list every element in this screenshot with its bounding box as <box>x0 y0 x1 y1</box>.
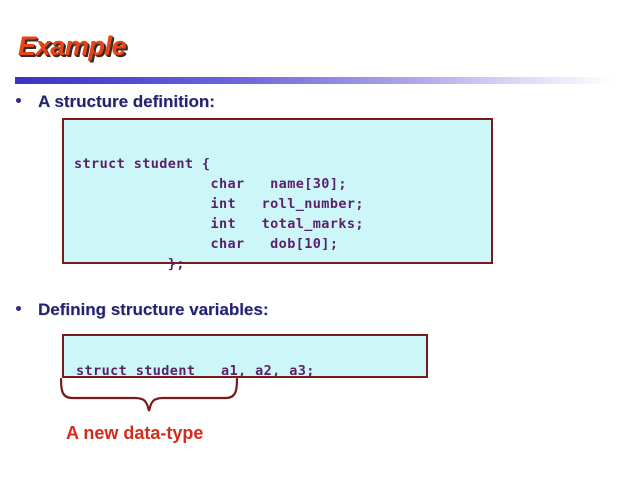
bullet-item-structure-definition: A structure definition: <box>16 92 215 112</box>
code-text-variable-declaration: struct student a1, a2, a3; <box>76 362 315 379</box>
bullet-item-defining-variables: Defining structure variables: <box>16 300 269 320</box>
bullet-dot-icon <box>16 306 21 311</box>
title-divider <box>15 77 615 84</box>
page-title: Example <box>18 31 127 61</box>
curly-brace-down-icon <box>55 378 245 416</box>
code-block-structure-definition: struct student { char name[30]; int roll… <box>62 118 493 272</box>
code-text-structure-definition: struct student { char name[30]; int roll… <box>74 155 364 272</box>
bullet-label: A structure definition: <box>38 92 215 111</box>
annotation-caption: A new data-type <box>66 423 204 443</box>
code-block-variable-declaration: struct student a1, a2, a3; <box>62 334 428 379</box>
bullet-label: Defining structure variables: <box>38 300 269 319</box>
bullet-dot-icon <box>16 98 21 103</box>
